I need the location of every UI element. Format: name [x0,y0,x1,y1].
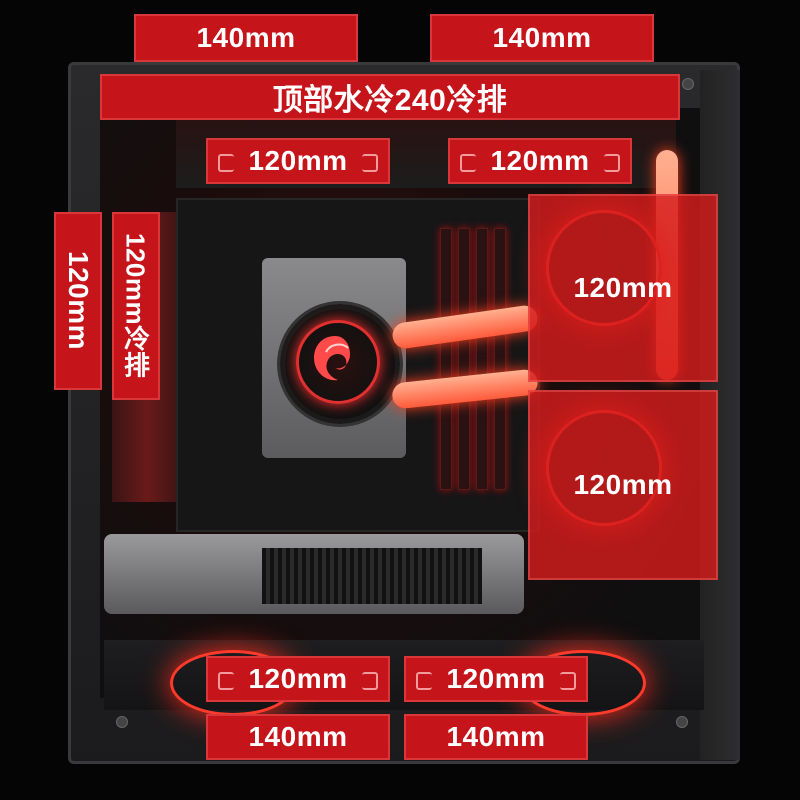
label-left-radiator: 120mm冷排 [112,212,160,400]
label-right-fan-upper-120: 120mm [528,194,718,382]
label-bottom-left-140: 140mm [206,714,390,760]
case-screw [682,78,694,90]
label-bottom-right-140: 140mm [404,714,588,760]
label-top-left-140: 140mm [134,14,358,62]
label-bottom-fan-left-120: 120mm [206,656,390,702]
gpu-heatsink-fins [262,548,482,604]
case-screw [676,716,688,728]
ram-stick [494,228,506,490]
label-top-fan-right-120: 120mm [448,138,632,184]
ram-stick [458,228,470,490]
label-bottom-fan-right-120: 120mm [404,656,588,702]
label-top-radiator: 顶部水冷240冷排 [100,74,680,120]
label-left-side-120: 120mm [54,212,102,390]
ram-stick [440,228,452,490]
label-left-side-120-text: 120mm [63,251,94,351]
ram-stick [476,228,488,490]
label-top-right-140: 140mm [430,14,654,62]
label-top-fan-left-120: 120mm [206,138,390,184]
pump-rgb-ring [296,320,380,404]
label-right-fan-lower-120: 120mm [528,390,718,580]
case-screw [116,716,128,728]
dragon-logo-icon [314,336,350,381]
label-left-radiator-text: 120mm冷排 [120,233,151,379]
